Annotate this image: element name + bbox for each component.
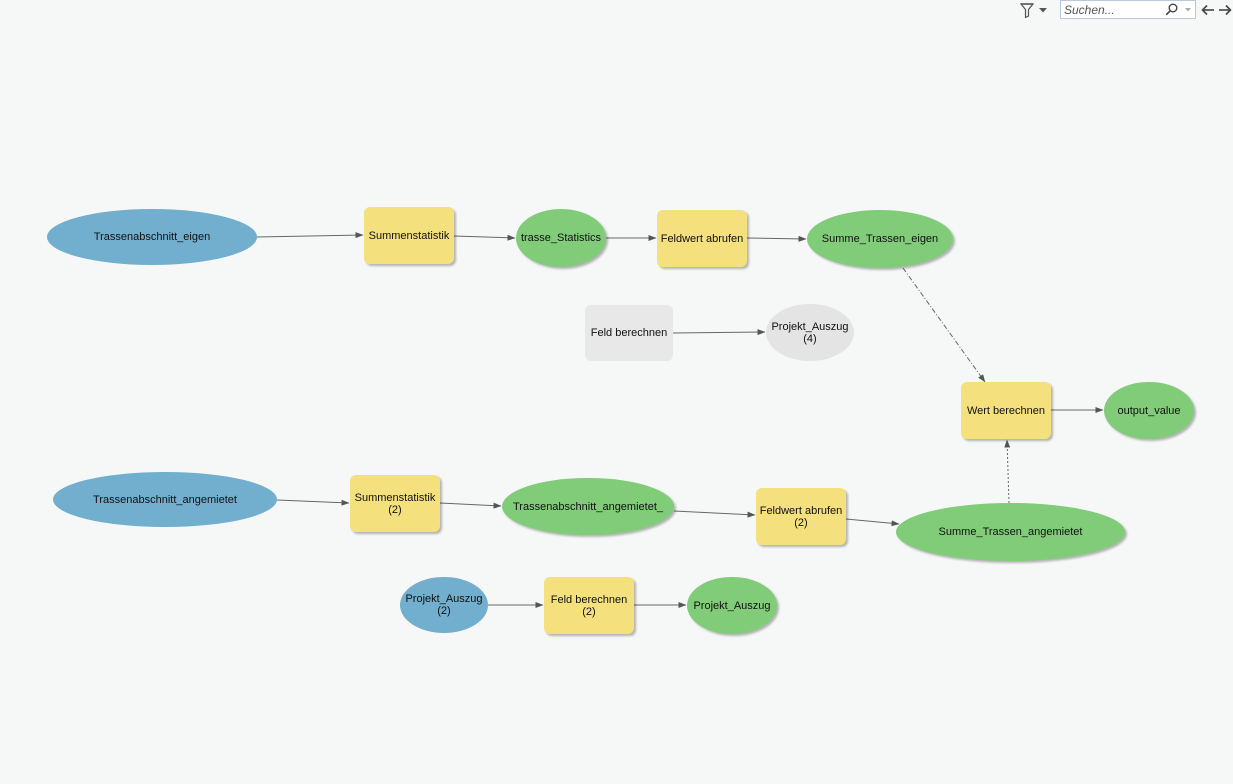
search-box[interactable] bbox=[1060, 0, 1196, 19]
node-sublabel: (2) bbox=[437, 605, 451, 617]
node-sublabel: (2) bbox=[794, 516, 808, 529]
node-sublabel: (2) bbox=[388, 503, 402, 516]
node-label: Wert berechnen bbox=[966, 404, 1046, 417]
search-input[interactable] bbox=[1064, 2, 1162, 17]
search-icon[interactable] bbox=[1163, 1, 1179, 18]
node-label: Trassenabschnitt_angemietet bbox=[93, 493, 237, 506]
input-data-trassenabschnitt-angemietet[interactable]: Trassenabschnitt_angemietet bbox=[53, 472, 277, 527]
node-sublabel: (4) bbox=[803, 332, 817, 345]
input-data-trassenabschnitt-eigen[interactable]: Trassenabschnitt_eigen bbox=[47, 209, 257, 265]
node-label: output_value bbox=[1117, 404, 1181, 417]
node-sublabel: (2) bbox=[582, 605, 596, 618]
derived-data-projekt-auszug-4[interactable]: Projekt_Auszug (4) bbox=[766, 304, 854, 361]
input-data-projekt-auszug-2[interactable]: Projekt_Auszug (2) bbox=[400, 577, 488, 633]
connector-line bbox=[276, 499, 350, 506]
back-arrow-icon[interactable] bbox=[1200, 0, 1216, 20]
derived-data-summe-trassen-eigen[interactable]: Summe_Trassen_eigen bbox=[807, 210, 953, 268]
precondition-line bbox=[902, 267, 986, 383]
node-label: Summe_Trassen_eigen bbox=[821, 233, 939, 245]
connector-line bbox=[746, 235, 807, 242]
node-label: Summenstatistik bbox=[368, 229, 450, 242]
precondition-line bbox=[1004, 439, 1011, 504]
node-label: Feld berechnen bbox=[550, 593, 628, 606]
node-label: Feld berechnen bbox=[590, 327, 668, 339]
search-dropdown-chevron-icon[interactable] bbox=[1183, 1, 1193, 18]
derived-data-trasse-statistics[interactable]: trasse_Statistics bbox=[516, 209, 606, 267]
derived-data-summe-trassen-angemietet[interactable]: Summe_Trassen_angemietet bbox=[896, 503, 1125, 561]
derived-data-output-value[interactable]: output_value bbox=[1104, 382, 1194, 439]
tool-summenstatistik[interactable]: Summenstatistik bbox=[364, 207, 454, 264]
tool-feld-berechnen-2[interactable]: Feld berechnen (2) bbox=[544, 577, 634, 634]
node-label: Projekt_Auszug bbox=[693, 599, 771, 612]
node-label: Trassenabschnitt_eigen bbox=[93, 231, 211, 243]
tool-wert-berechnen[interactable]: Wert berechnen bbox=[961, 382, 1051, 439]
derived-data-projekt-auszug[interactable]: Projekt_Auszug bbox=[687, 577, 777, 634]
connector-line bbox=[453, 234, 516, 241]
connector-line bbox=[256, 232, 364, 239]
connector-line bbox=[439, 502, 502, 509]
node-label: Projekt_Auszug bbox=[405, 593, 483, 605]
forward-arrow-icon[interactable] bbox=[1217, 0, 1233, 20]
node-label: Trassenabschnitt_angemietet_ bbox=[512, 500, 663, 513]
tool-feldwert-abrufen[interactable]: Feldwert abrufen bbox=[657, 210, 747, 267]
tool-feldwert-abrufen-2[interactable]: Feldwert abrufen (2) bbox=[756, 488, 846, 545]
node-label: trasse_Statistics bbox=[520, 232, 602, 244]
node-label: Feldwert abrufen bbox=[759, 504, 843, 517]
node-label: Summenstatistik bbox=[354, 491, 436, 504]
node-label: Projekt_Auszug bbox=[771, 320, 849, 333]
canvas-toolbar bbox=[1000, 0, 1233, 22]
connector-line bbox=[672, 329, 766, 336]
node-label: Summe_Trassen_angemietet bbox=[938, 526, 1083, 538]
tool-feld-berechnen-inactive[interactable]: Feld berechnen bbox=[585, 305, 673, 361]
filter-dropdown-chevron-icon[interactable] bbox=[1038, 0, 1048, 20]
filter-icon[interactable] bbox=[1018, 0, 1036, 20]
tool-summenstatistik-2[interactable]: Summenstatistik (2) bbox=[350, 475, 440, 532]
derived-data-trassenabschnitt-angemietet-out[interactable]: Trassenabschnitt_angemietet_ bbox=[502, 478, 674, 535]
node-label: Feldwert abrufen bbox=[660, 232, 744, 245]
connector-line bbox=[845, 518, 900, 527]
connector-line bbox=[673, 510, 756, 518]
